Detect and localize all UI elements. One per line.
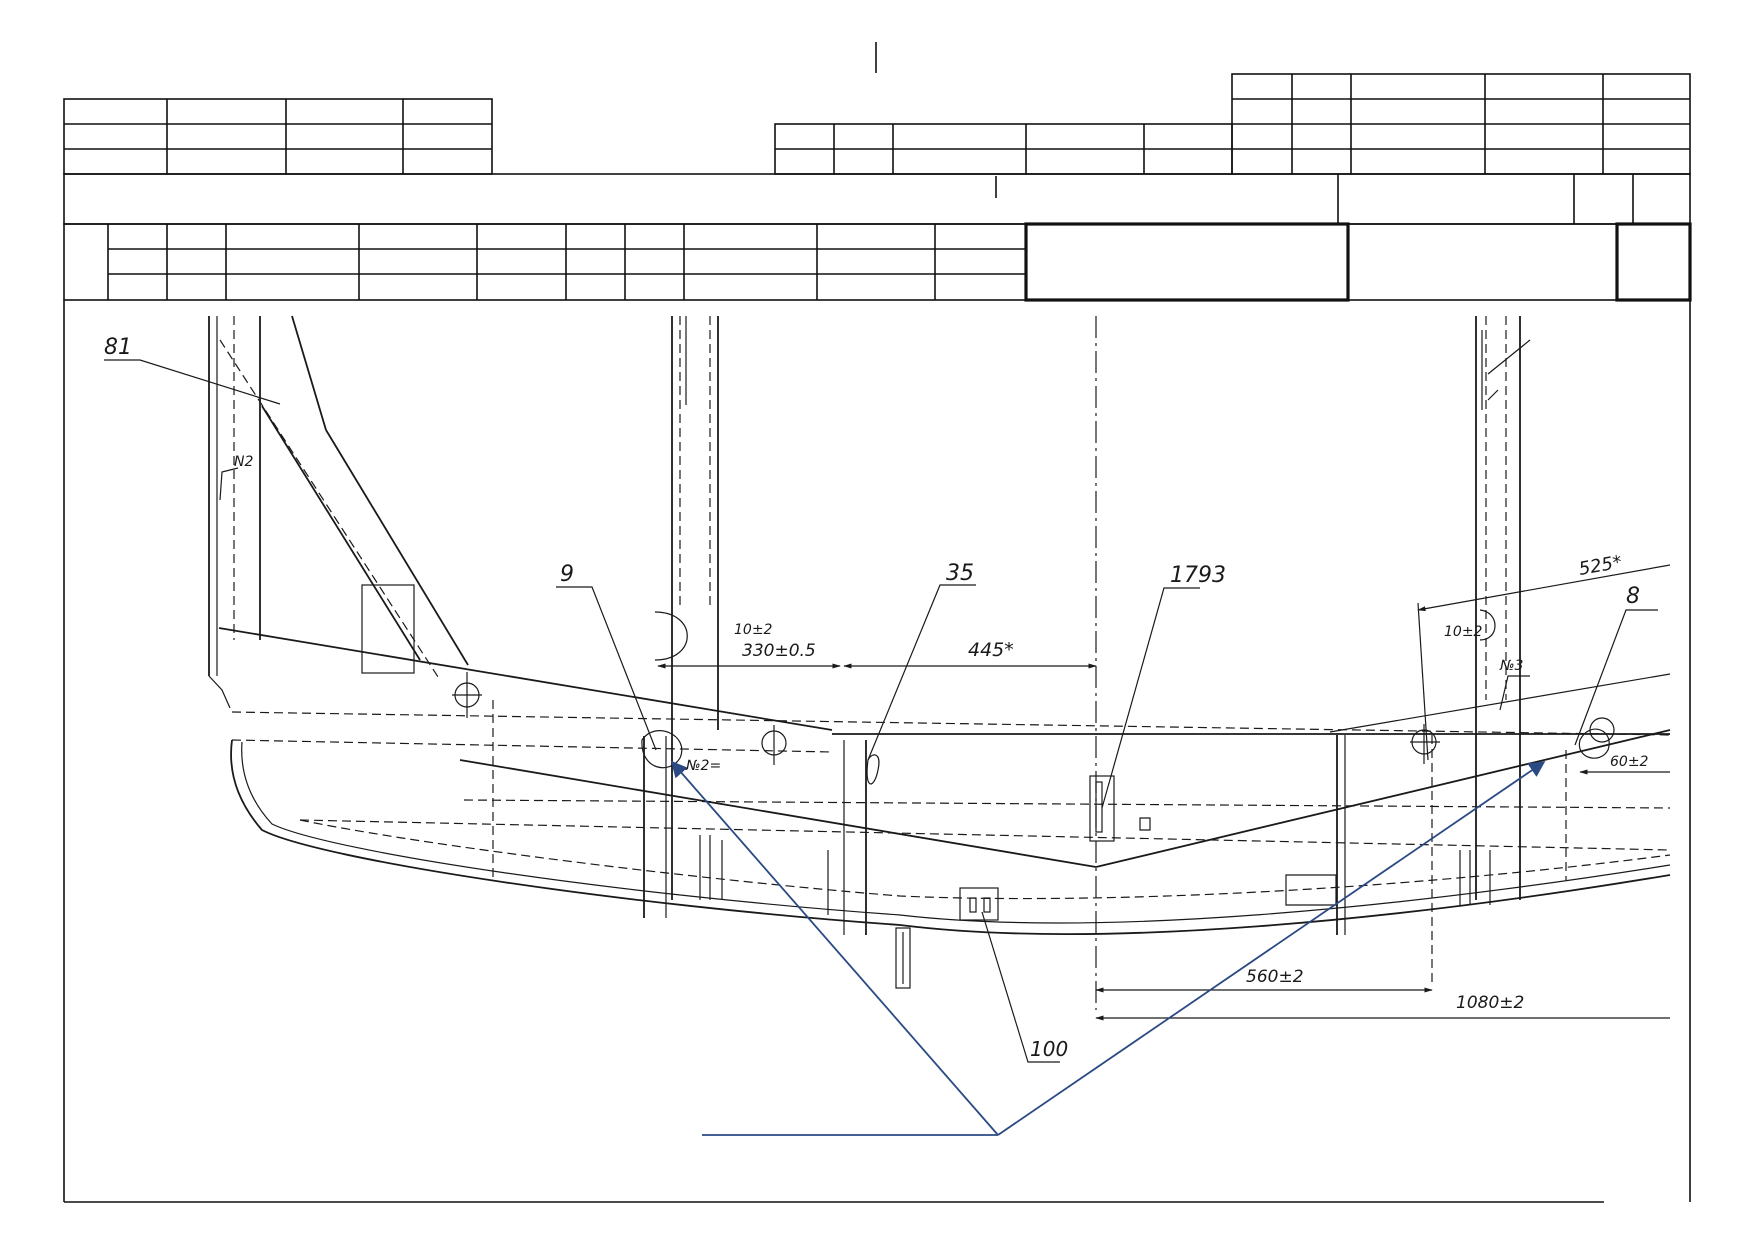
callout-1793: 1793 <box>1170 563 1226 588</box>
dim-330: 330±0.5 <box>742 641 816 661</box>
diagonal-brace <box>219 315 469 681</box>
weld-mark-n3: №3 <box>1499 658 1523 674</box>
dimension-labels: 330±0.5 445* 525* 10±2 10±2 60±2 560±2 1… <box>734 552 1649 1013</box>
hull-structure <box>104 315 1671 1136</box>
left-frame-post <box>208 316 261 709</box>
weld-marks: N2 №2= №3 <box>234 454 1523 774</box>
header-table-right <box>774 73 1691 175</box>
callout-100: 100 <box>1030 1037 1068 1061</box>
dim-560: 560±2 <box>1246 967 1304 987</box>
weld-mark-n2-upper: N2 <box>234 454 253 470</box>
bottom-shell <box>230 739 1671 935</box>
dim-10-left: 10±2 <box>734 622 773 638</box>
dim-10-right: 10±2 <box>1444 624 1483 640</box>
center-frame-post <box>671 316 719 900</box>
header-table-left <box>63 98 493 175</box>
callout-9: 9 <box>560 562 574 587</box>
dim-60: 60±2 <box>1610 754 1649 770</box>
header-band <box>63 173 1691 225</box>
dim-445: 445* <box>968 639 1014 661</box>
dimension-lines <box>657 564 1671 1021</box>
lightening-holes <box>452 609 1615 765</box>
callout-labels: 81 9 35 1793 8 100 <box>104 335 1640 1061</box>
drawing-frame <box>63 300 1691 1203</box>
floors <box>492 700 1567 985</box>
right-frame-post <box>1475 316 1531 900</box>
dim-525: 525* <box>1577 552 1623 580</box>
weld-mark-n2-lower: №2= <box>685 758 721 774</box>
leader-lines <box>104 359 1658 1063</box>
upper-girder <box>218 627 1671 868</box>
callout-81: 81 <box>104 335 132 360</box>
annotation-arrows <box>670 760 1546 1136</box>
dim-1080: 1080±2 <box>1456 993 1524 1013</box>
callout-35: 35 <box>946 561 974 586</box>
header-grid <box>63 222 1692 302</box>
title-block <box>63 42 1692 1203</box>
components <box>641 728 1610 989</box>
callout-8: 8 <box>1626 584 1640 609</box>
